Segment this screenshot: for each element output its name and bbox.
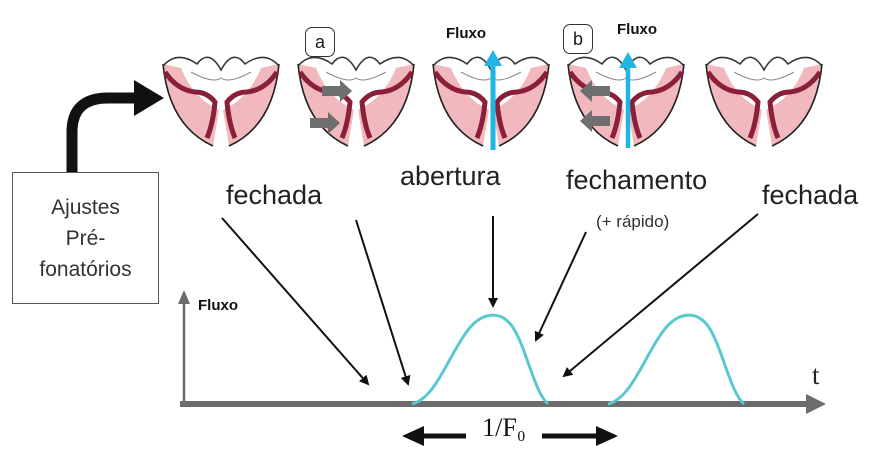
phase-closing-note: (+ rápido) — [596, 213, 669, 230]
phase-closed-2: fechada — [762, 182, 858, 209]
period-arrow-left-head — [402, 426, 424, 446]
pointer-arrow — [356, 220, 408, 384]
pointer-arrow — [222, 218, 368, 384]
axis-t-label: t — [812, 360, 820, 391]
vocal-folds-icon — [163, 57, 279, 146]
curved-arrow-head — [134, 80, 164, 116]
flux-label-2: Fluxo — [617, 22, 657, 37]
flow-arrow-head — [484, 50, 502, 66]
vocal-folds-icon — [298, 57, 414, 146]
period-arrow-right-head — [596, 426, 618, 446]
bubble-a: a — [305, 27, 335, 57]
flux-label-1: Fluxo — [446, 26, 486, 41]
pointer-arrow — [564, 214, 758, 376]
box-line-1: Ajustes — [51, 192, 120, 223]
flow-waveform — [412, 315, 744, 404]
box-line-3: fonatórios — [39, 254, 131, 285]
pre-phonatory-box: Ajustes Pré- fonatórios — [12, 172, 159, 304]
period-label: 1/F₀ — [466, 413, 542, 443]
vocal-folds-icon — [706, 57, 822, 146]
phase-closed-1: fechada — [226, 182, 322, 209]
axis-y-label: Fluxo — [198, 298, 238, 313]
pointer-arrow — [536, 232, 586, 340]
phase-closing: fechamento — [566, 167, 707, 194]
y-axis-head — [178, 290, 190, 304]
time-axis-head — [806, 394, 826, 414]
phase-opening: abertura — [400, 163, 501, 190]
box-line-2: Pré- — [66, 223, 106, 254]
bubble-b: b — [563, 24, 593, 54]
curved-arrow — [72, 98, 138, 172]
